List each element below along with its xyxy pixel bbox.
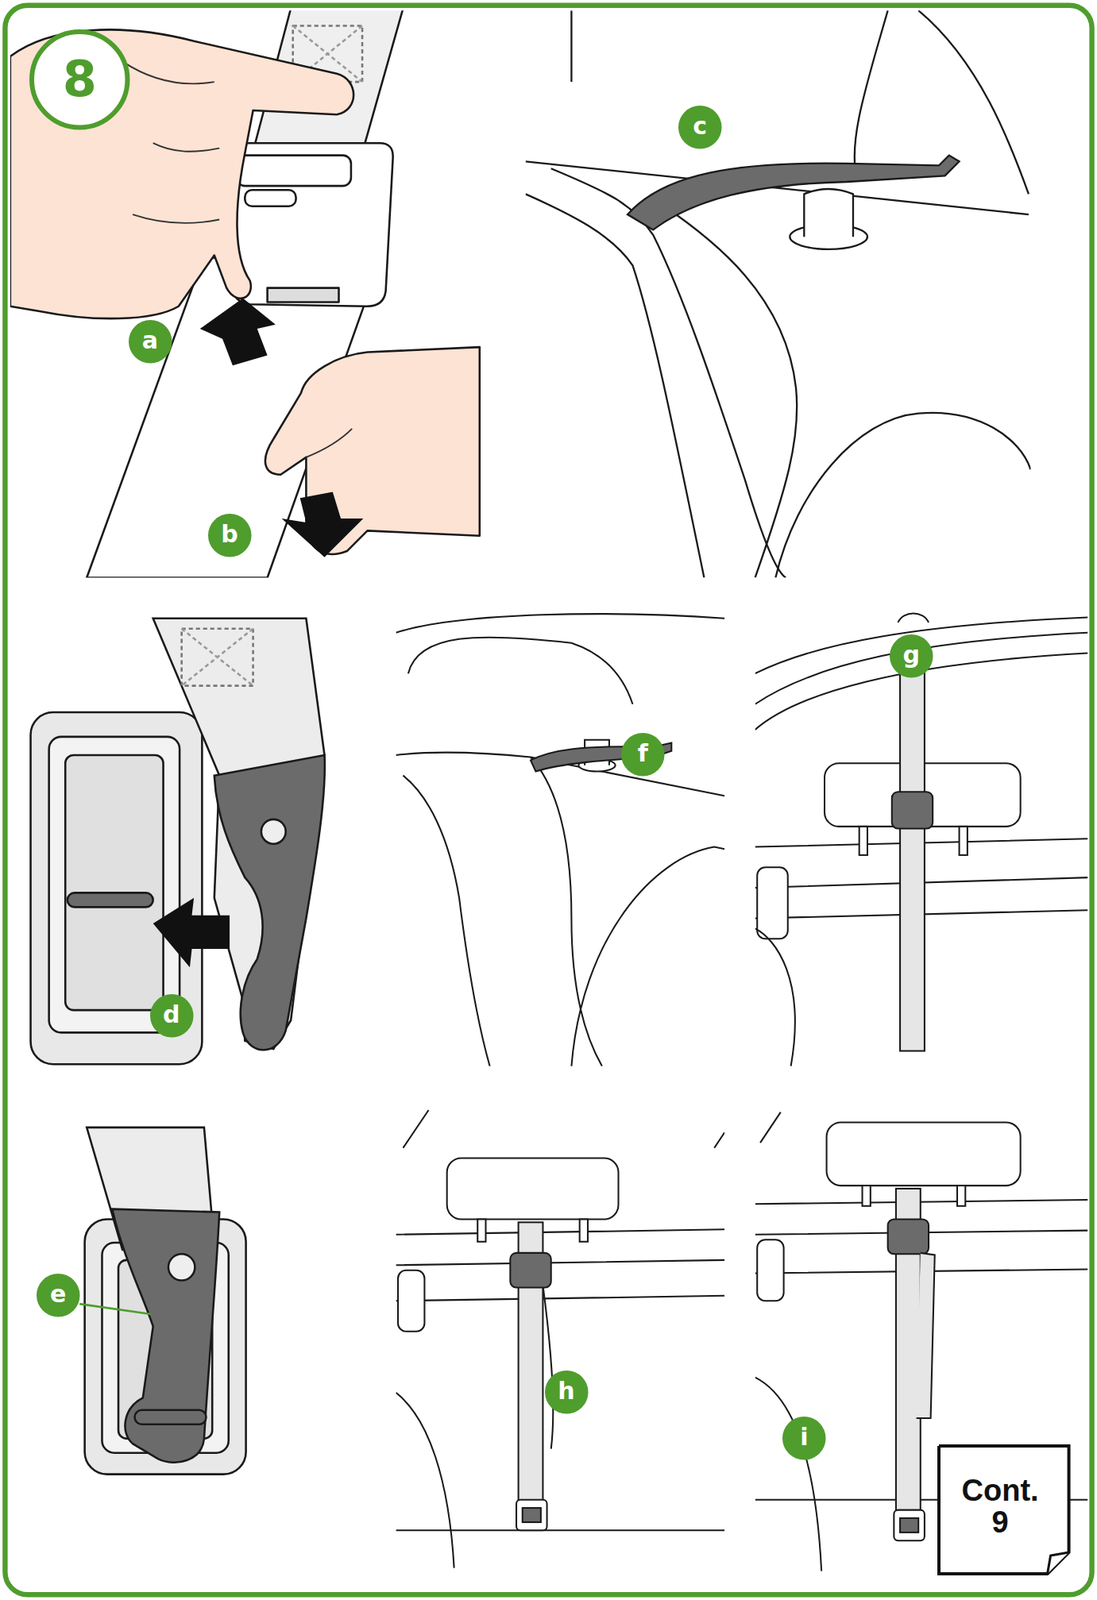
belt-adjust-panel [10,10,480,578]
callout-letter: e [35,1273,82,1319]
callout-text: i [799,1425,808,1450]
tether-final-panel [755,1112,1089,1573]
continue-tab: Cont. 9 [936,1444,1072,1577]
callout-circle [208,513,252,558]
tab-outline [938,1446,1070,1575]
callout-letter: a [127,319,174,365]
callout-letter: b [207,513,253,559]
callout-letter: f [620,732,666,778]
callout-text: c [692,114,707,139]
tether-route-panel [395,614,725,1067]
step-circle [31,31,128,128]
tether-headrest-panel [755,613,1089,1067]
tether-tighten-panel [395,1110,725,1569]
callout-text: a [142,328,159,353]
continue-label: Cont. 9 [953,1475,1047,1540]
callout-circle [621,733,665,777]
hook-attached-panel [79,1127,246,1476]
callout-circle [782,1417,827,1461]
callout-text: b [220,522,238,547]
callout-letter: h [544,1370,590,1416]
frame [4,5,1092,1596]
callout-letter: d [149,993,195,1040]
callout-circle [128,320,173,364]
callout-letter: g [888,633,935,680]
callout-circle [544,1371,589,1415]
callout-circle [36,1274,81,1318]
callout-circle [150,994,194,1039]
callout-circle [678,105,723,150]
tab-fold [1047,1552,1070,1575]
callout-letter: c [677,104,723,151]
callout-text: 8 [62,54,97,105]
callout-text: e [50,1282,66,1307]
anchor-hook-panel [30,618,325,1065]
callout-text: f [637,741,649,766]
callout-text: d [162,1003,180,1028]
callout-circle [889,634,934,679]
callout-letter: i [781,1416,827,1462]
tether-over-seat-panel [525,10,1032,578]
step-number: 8 [28,28,131,131]
callout-text: h [557,1379,575,1404]
callout-text: g [902,643,920,668]
